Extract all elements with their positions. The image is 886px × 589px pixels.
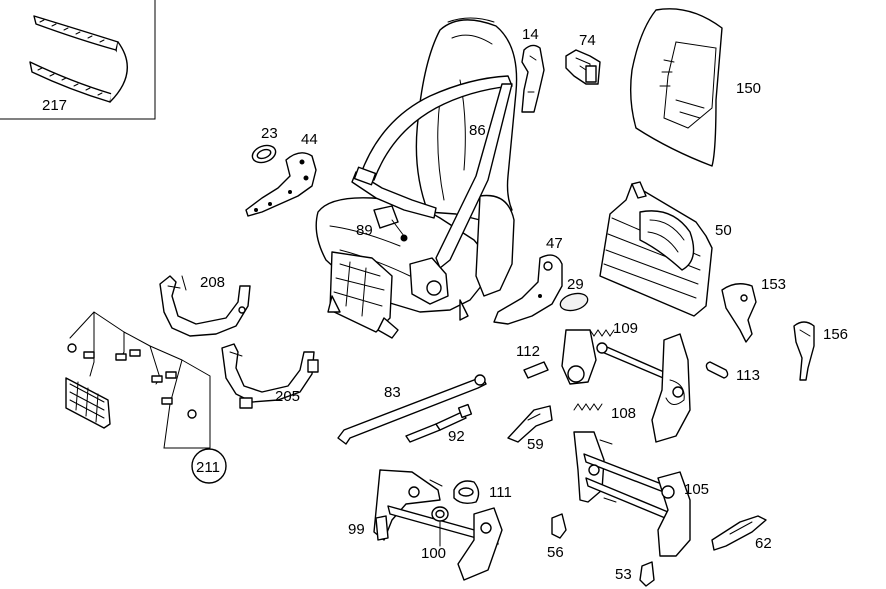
part-217-cover-sleeve[interactable]: [29, 15, 128, 103]
callout-211[interactable]: 211: [196, 459, 220, 476]
part-113-pin[interactable]: [705, 361, 729, 379]
callout-217[interactable]: 217: [42, 97, 67, 114]
part-211-fastener-set[interactable]: [65, 311, 227, 484]
callout-150[interactable]: 150: [736, 80, 761, 97]
callout-112[interactable]: 112: [516, 343, 540, 360]
part-50-backrest-frame[interactable]: [599, 181, 713, 317]
callout-86[interactable]: 86: [469, 122, 486, 139]
part-150-backrest-panel[interactable]: [629, 8, 723, 167]
part-100-bushing[interactable]: [431, 506, 449, 522]
callout-108[interactable]: 108: [611, 405, 636, 422]
callout-89[interactable]: 89: [356, 222, 373, 239]
part-99-lower-track-mechanism[interactable]: [373, 469, 503, 581]
callout-labels: 217 23 44 14 74 150 86 89 50 47 29 208 1…: [42, 26, 848, 583]
callout-153[interactable]: 153: [761, 276, 786, 293]
callout-50[interactable]: 50: [715, 222, 732, 239]
callout-29[interactable]: 29: [567, 276, 584, 293]
callout-205[interactable]: 205: [275, 388, 300, 405]
part-208-support-bracket[interactable]: [159, 275, 251, 337]
callout-208[interactable]: 208: [200, 274, 225, 291]
callout-99[interactable]: 99: [348, 521, 365, 538]
part-56-clip[interactable]: [551, 513, 567, 539]
part-108-spring[interactable]: [573, 403, 603, 411]
part-111-cover-ring[interactable]: [453, 480, 480, 505]
callout-47[interactable]: 47: [546, 235, 563, 252]
callout-83[interactable]: 83: [384, 384, 401, 401]
part-156-trim-cover[interactable]: [793, 321, 815, 381]
part-205-support-bracket[interactable]: [221, 343, 319, 409]
callout-105[interactable]: 105: [684, 481, 709, 498]
callout-156[interactable]: 156: [823, 326, 848, 343]
callout-92[interactable]: 92: [448, 428, 465, 445]
part-83-connecting-rod[interactable]: [337, 374, 487, 445]
part-59-adjust-lever[interactable]: [507, 405, 553, 443]
part-105-lower-track-mechanism[interactable]: [573, 431, 691, 557]
part-44-side-trim[interactable]: [245, 152, 317, 217]
part-62-trim[interactable]: [711, 515, 767, 551]
part-153-trim-cover[interactable]: [721, 283, 757, 343]
callout-23[interactable]: 23: [261, 125, 278, 142]
part-112-lever[interactable]: [523, 361, 549, 379]
callout-53[interactable]: 53: [615, 566, 632, 583]
part-53-cap[interactable]: [639, 561, 655, 587]
part-29-cap[interactable]: [558, 291, 589, 314]
part-74-bracket[interactable]: [565, 49, 601, 85]
inset-frame: [0, 0, 156, 120]
seat-assembly[interactable]: [315, 17, 518, 339]
callout-44[interactable]: 44: [301, 131, 318, 148]
callout-74[interactable]: 74: [579, 32, 596, 49]
callout-113[interactable]: 113: [736, 367, 760, 384]
part-14-release-handle[interactable]: [521, 44, 545, 113]
part-47-side-cover[interactable]: [493, 254, 563, 325]
callout-56[interactable]: 56: [547, 544, 564, 561]
callout-14[interactable]: 14: [522, 26, 539, 43]
mechanism-upper-recliner[interactable]: [561, 329, 691, 443]
part-92-gas-spring[interactable]: [405, 403, 473, 443]
callout-100[interactable]: 100: [421, 545, 446, 562]
callout-109[interactable]: 109: [613, 320, 638, 337]
callout-111[interactable]: 111: [489, 484, 512, 501]
callout-62[interactable]: 62: [755, 535, 772, 552]
part-23-ring[interactable]: [250, 142, 278, 165]
callout-59[interactable]: 59: [527, 436, 544, 453]
